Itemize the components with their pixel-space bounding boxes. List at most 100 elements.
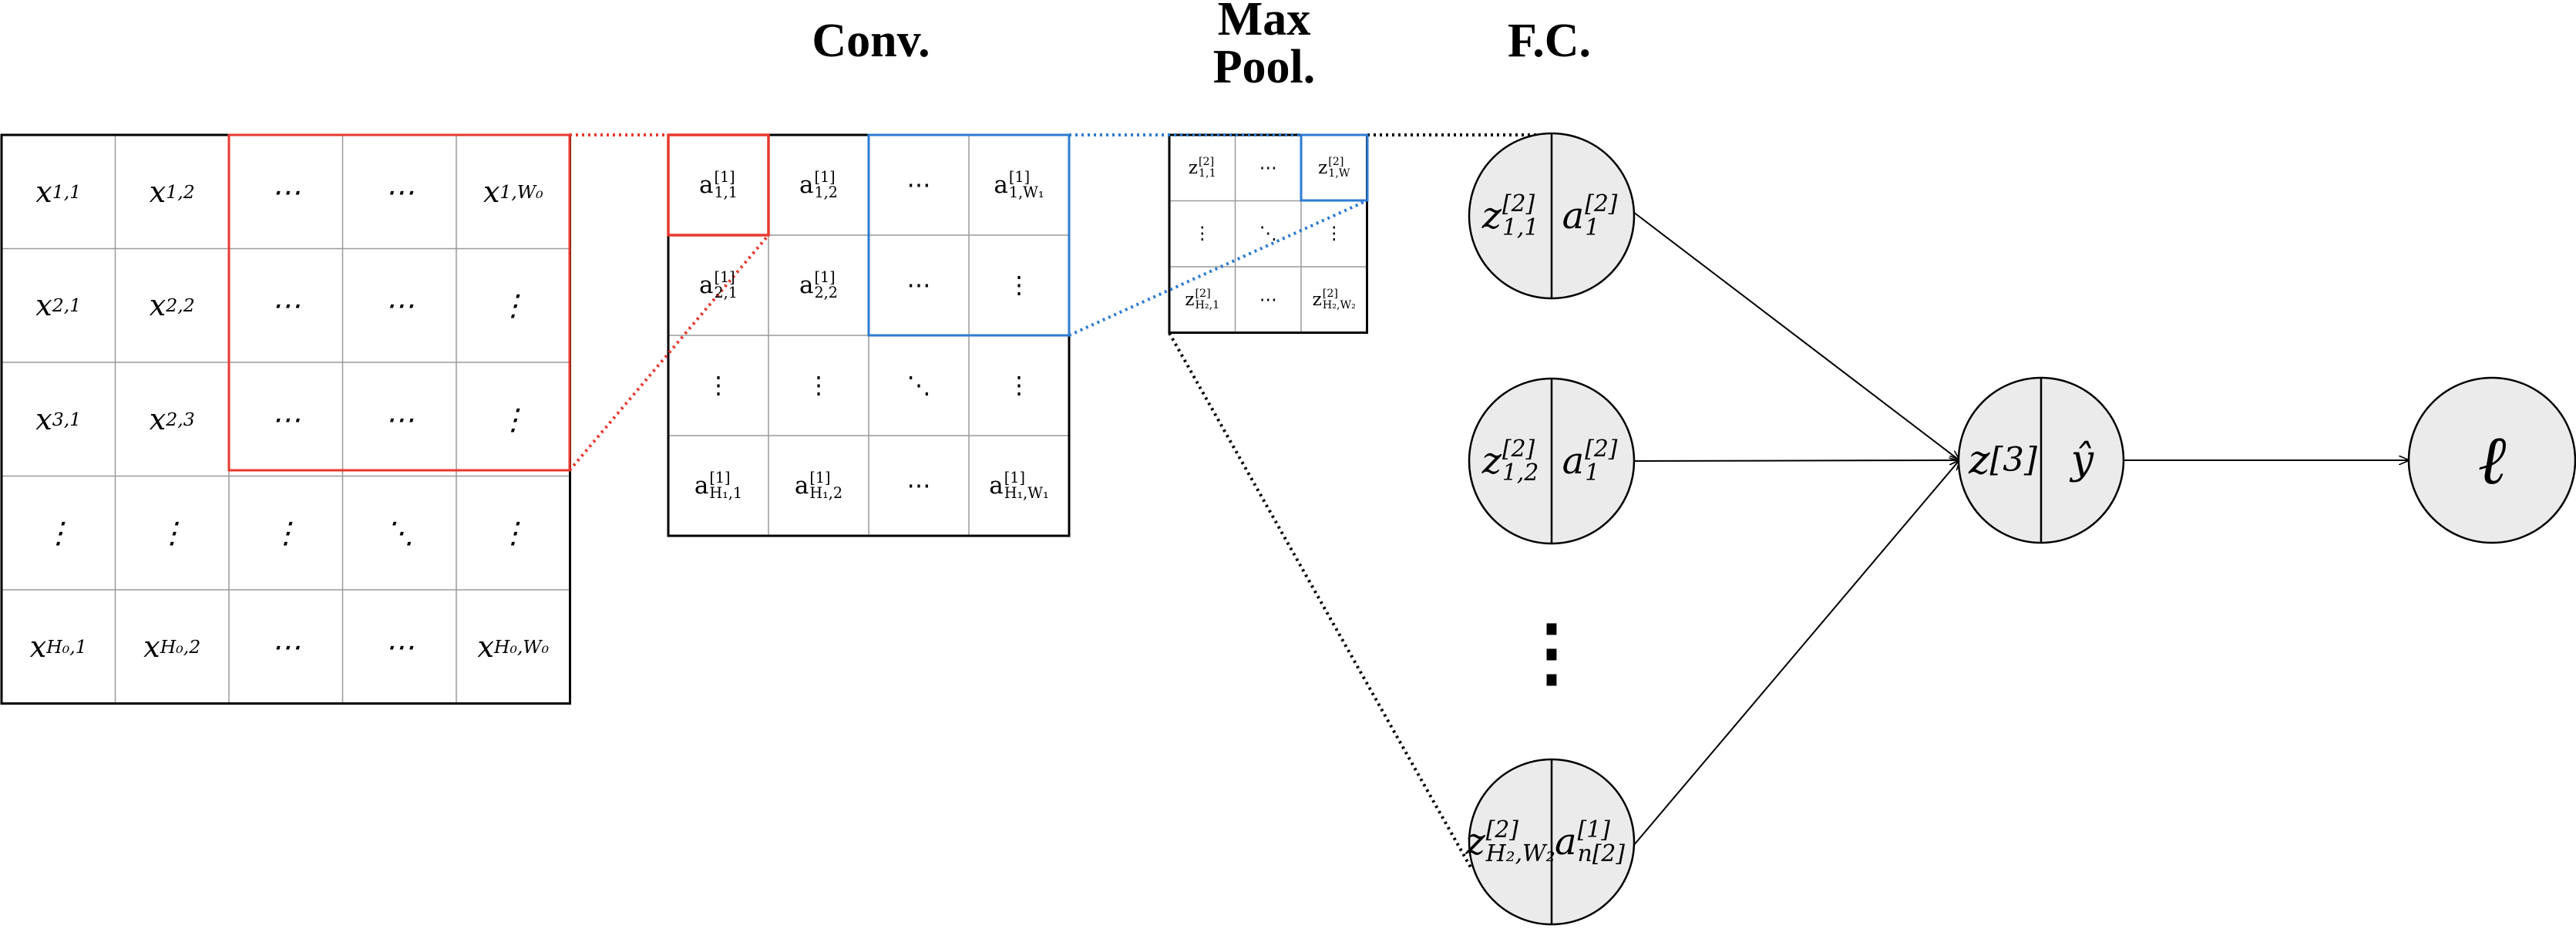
conv-grid-cell: a[1]1,1 [668,135,768,235]
math-base: x [35,288,52,323]
math-base: ⋮ [1193,224,1212,244]
pool-grid-cell: z[2]H₂,1 [1169,267,1236,333]
math-script: [2]1 [1585,192,1617,241]
input-grid-cell: ⋯ [343,362,457,476]
math-script: [2]1,2 [1502,437,1539,486]
conv-grid-cell: a[1]H₁,W₁ [969,436,1069,536]
math-base: x [35,402,52,436]
math-script: [1]H₁,W₁ [1004,470,1049,501]
math-base: z [1318,157,1328,178]
input-grid-cell: ⋮ [456,249,570,363]
math-base: x [149,288,166,323]
math-base: x [483,174,500,209]
conv-grid-cell: a[1]H₁,2 [768,436,869,536]
fc-node-2-left-label: z[2]1,2 [1469,415,1552,507]
math-base: ⋯ [906,171,931,199]
math-superscript: [2] [1328,155,1344,168]
fc-node-3-left-label: z[2]H₂,W₂ [1465,796,1555,888]
conv-grid-cell: a[1]1,W₁ [969,135,1069,235]
math-base: a [698,271,714,299]
math-script: [2]1,1 [1198,156,1216,180]
input-grid-cell: ⋯ [343,249,457,363]
math-base: a [698,171,714,199]
conv-blue-window [867,133,1071,337]
math-subscript: 1,W₁ [1008,183,1044,201]
math-base: ⋯ [385,629,415,664]
conv-header: Conv. [812,15,930,67]
fc-to-output-arrow [1633,460,1959,847]
math-base: z [1465,820,1485,863]
math-superscript: [2] [1322,287,1338,300]
input-grid-cell: ⋯ [343,135,457,249]
math-base: ŷ [2070,437,2094,483]
fc-node-1-left-label: z[2]1,1 [1469,170,1552,262]
conv-grid-cell: a[1]1,2 [768,135,869,235]
math-base: ⋱ [1259,224,1277,244]
fc-node-3-right-label: a[1]n[2] [1549,796,1631,888]
pool-to-fc-connector-bottom [1168,332,1472,868]
loss-node-circle [2407,376,2576,544]
math-superscript: [1] [1004,468,1025,486]
math-base: ⋯ [1259,157,1277,178]
input-grid-cell: ⋱ [343,476,457,591]
math-subscript: H₂,W₂ [1322,298,1356,311]
math-subscript: 2,1 [714,284,738,301]
math-superscript: [1] [1008,167,1031,186]
math-superscript: [1] [714,268,735,286]
pool-blue-window [1300,133,1369,202]
math-superscript: [2] [1502,435,1535,463]
math-superscript: [2] [1485,816,1518,843]
math-base: a [989,472,1004,500]
math-script: [1]1,1 [714,169,738,200]
math-script: [2]H₂,W₂ [1323,288,1356,311]
math-script: [2]1,1 [1502,192,1539,241]
conv-grid-cell: ⋮ [668,335,768,436]
math-script: [1]2,1 [714,268,738,301]
math-superscript: [2] [1585,435,1618,463]
math-script: [1]1,2 [814,167,838,200]
math-base: ⋯ [271,629,301,664]
pool-grid-cell: ⋯ [1236,135,1302,201]
math-base: ⋮ [1007,372,1031,399]
math-subscript: 1 [1585,214,1600,241]
math-script: [2]1 [1585,437,1617,486]
math-base: ⋮ [498,516,528,550]
math-subscript: 1,1 [1198,167,1216,180]
math-base: x [149,402,166,436]
conv-grid-cell: ⋱ [869,335,969,436]
math-subscript: 2,2 [814,284,839,301]
math-script: [2]H₂,1 [1195,288,1219,311]
input-grid-cell: ⋮ [456,476,570,591]
math-base: a [799,271,814,299]
math-base: z [1969,437,1990,483]
math-subscript: 1,2 [1502,459,1539,486]
input-red-window [227,133,571,472]
input-grid-cell: ⋮ [116,476,230,591]
blue-connector-bottom [1068,199,1368,337]
maxpool-header: Max Pool. [1212,0,1316,93]
math-base: ⋮ [498,402,528,436]
math-base: z [1188,157,1198,178]
math-superscript: [1] [814,167,836,186]
math-base: ⋯ [271,402,301,436]
red-connector-bottom [568,234,770,472]
math-base: ⋯ [385,174,415,209]
conv-grid-cell: ⋯ [869,235,969,335]
math-script: [1]H₁,2 [809,470,842,501]
input-grid-cell: ⋯ [229,135,343,249]
math-script: [2]H₂,W₂ [1486,818,1555,867]
math-base: ⋮ [498,288,528,323]
math-superscript: [2] [1502,190,1535,217]
fc-header: F.C. [1508,15,1591,67]
math-base: ⋯ [906,271,931,299]
math-base: x [477,629,494,664]
fc-node-1-right-label: a[2]1 [1549,170,1631,262]
input-grid-cell: ⋯ [229,590,343,704]
